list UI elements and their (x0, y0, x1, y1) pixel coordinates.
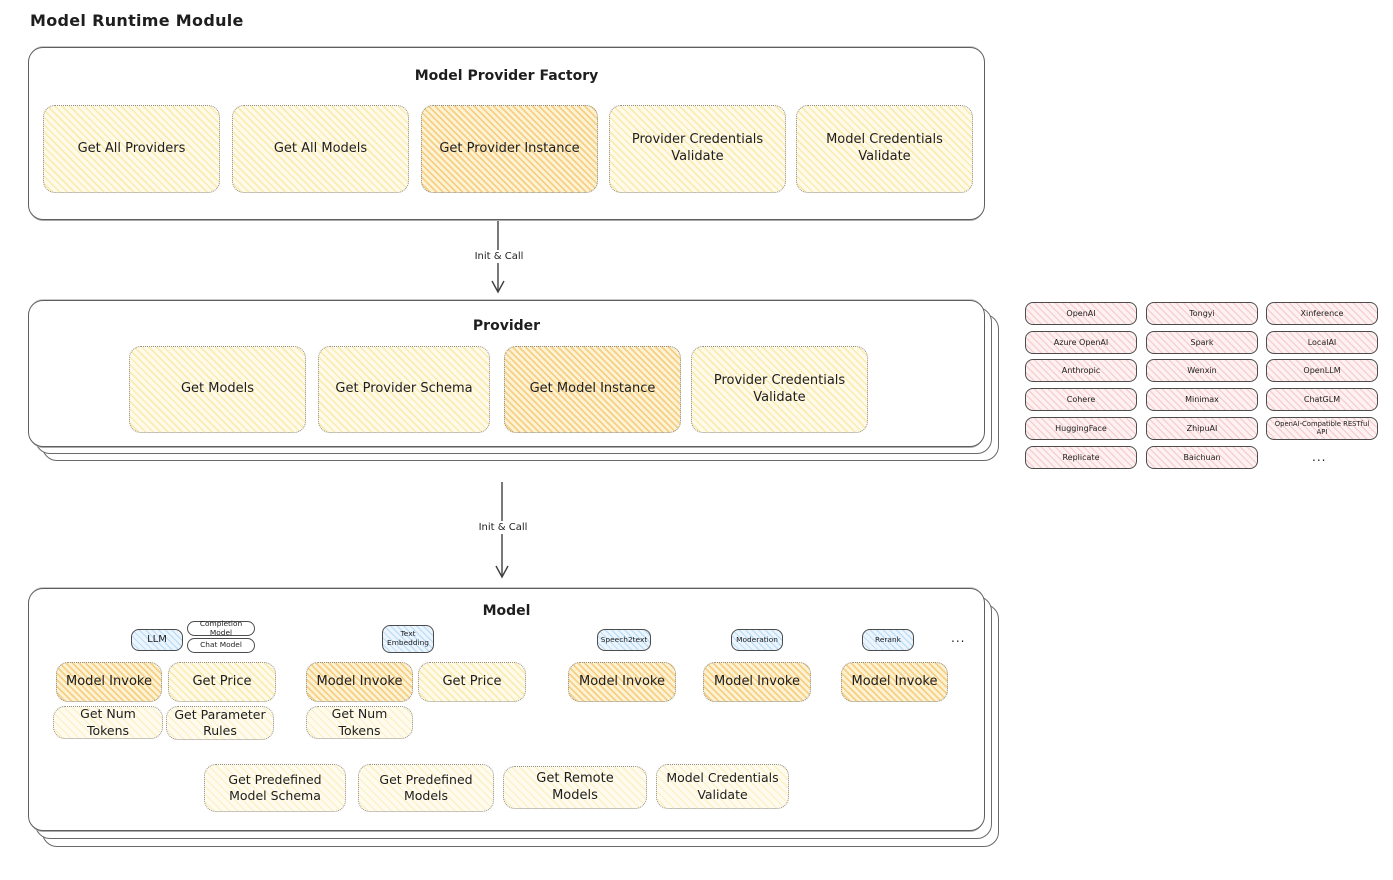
tab-speech2text: Speech2text (597, 629, 651, 651)
tab-rerank: Rerank (862, 629, 914, 651)
tab-moderation: Moderation (731, 629, 783, 651)
node-get-all-models: Get All Models (232, 105, 409, 193)
provider-item-ellipsis: ... (1312, 450, 1327, 464)
tab-chat-model: Chat Model (187, 638, 255, 653)
page-title: Model Runtime Module (30, 11, 244, 30)
node-get-predefined-model-schema: Get Predefined Model Schema (204, 764, 346, 812)
tab-text-embedding: Text Embedding (382, 625, 434, 653)
provider-item-wenxin: Wenxin (1146, 359, 1258, 382)
node-model-credentials-validate: Model Credentials Validate (656, 764, 789, 809)
node-model-credentials-validate: Model Credentials Validate (796, 105, 973, 193)
node-get-predefined-models: Get Predefined Models (358, 764, 494, 812)
provider-item-baichuan: Baichuan (1146, 446, 1258, 469)
node-model-invoke: Model Invoke (568, 662, 676, 702)
provider-item-cohere: Cohere (1025, 388, 1137, 411)
tab-completion-model: Completion Model (187, 619, 255, 636)
provider-container: Provider Get Models Get Provider Schema … (28, 300, 985, 447)
node-get-provider-schema: Get Provider Schema (318, 346, 490, 433)
node-get-price: Get Price (418, 662, 526, 702)
provider-item-replicate: Replicate (1025, 446, 1137, 469)
node-get-num-tokens: Get Num Tokens (53, 706, 163, 739)
node-get-all-providers: Get All Providers (43, 105, 220, 193)
tab-llm: LLM (131, 629, 183, 651)
arrow-label-init-call-1: Init & Call (468, 250, 530, 263)
provider-item-anthropic: Anthropic (1025, 359, 1137, 382)
node-model-invoke: Model Invoke (841, 662, 948, 702)
provider-item-xinference: Xinference (1266, 302, 1378, 325)
provider-item-localai: LocalAI (1266, 331, 1378, 354)
provider-item-openai-compatible: OpenAI-Compatible RESTful API (1266, 417, 1378, 440)
node-get-num-tokens: Get Num Tokens (306, 706, 413, 739)
provider-item-zhipuai: ZhipuAI (1146, 417, 1258, 440)
arrow-label-init-call-2: Init & Call (472, 521, 534, 534)
node-provider-credentials-validate: Provider Credentials Validate (691, 346, 868, 433)
provider-item-azure-openai: Azure OpenAI (1025, 331, 1137, 354)
node-get-models: Get Models (129, 346, 306, 433)
provider-item-openllm: OpenLLM (1266, 359, 1378, 382)
tab-ellipsis: ... (951, 631, 966, 645)
node-get-parameter-rules: Get Parameter Rules (166, 706, 274, 740)
node-provider-credentials-validate: Provider Credentials Validate (609, 105, 786, 193)
provider-title: Provider (472, 318, 541, 334)
model-container: Model LLM Completion Model Chat Model Te… (28, 588, 985, 831)
provider-item-minimax: Minimax (1146, 388, 1258, 411)
node-model-invoke: Model Invoke (56, 662, 162, 702)
provider-item-chatglm: ChatGLM (1266, 388, 1378, 411)
factory-title: Model Provider Factory (414, 68, 599, 84)
node-get-provider-instance: Get Provider Instance (421, 105, 598, 193)
node-get-remote-models: Get Remote Models (503, 766, 647, 809)
model-provider-factory-container: Model Provider Factory Get All Providers… (28, 47, 985, 220)
provider-item-huggingface: HuggingFace (1025, 417, 1137, 440)
provider-item-spark: Spark (1146, 331, 1258, 354)
node-model-invoke: Model Invoke (703, 662, 811, 702)
provider-item-tongyi: Tongyi (1146, 302, 1258, 325)
node-get-price: Get Price (168, 662, 276, 702)
node-get-model-instance: Get Model Instance (504, 346, 681, 433)
node-model-invoke: Model Invoke (306, 662, 413, 702)
provider-item-openai: OpenAI (1025, 302, 1137, 325)
model-title: Model (482, 603, 531, 619)
